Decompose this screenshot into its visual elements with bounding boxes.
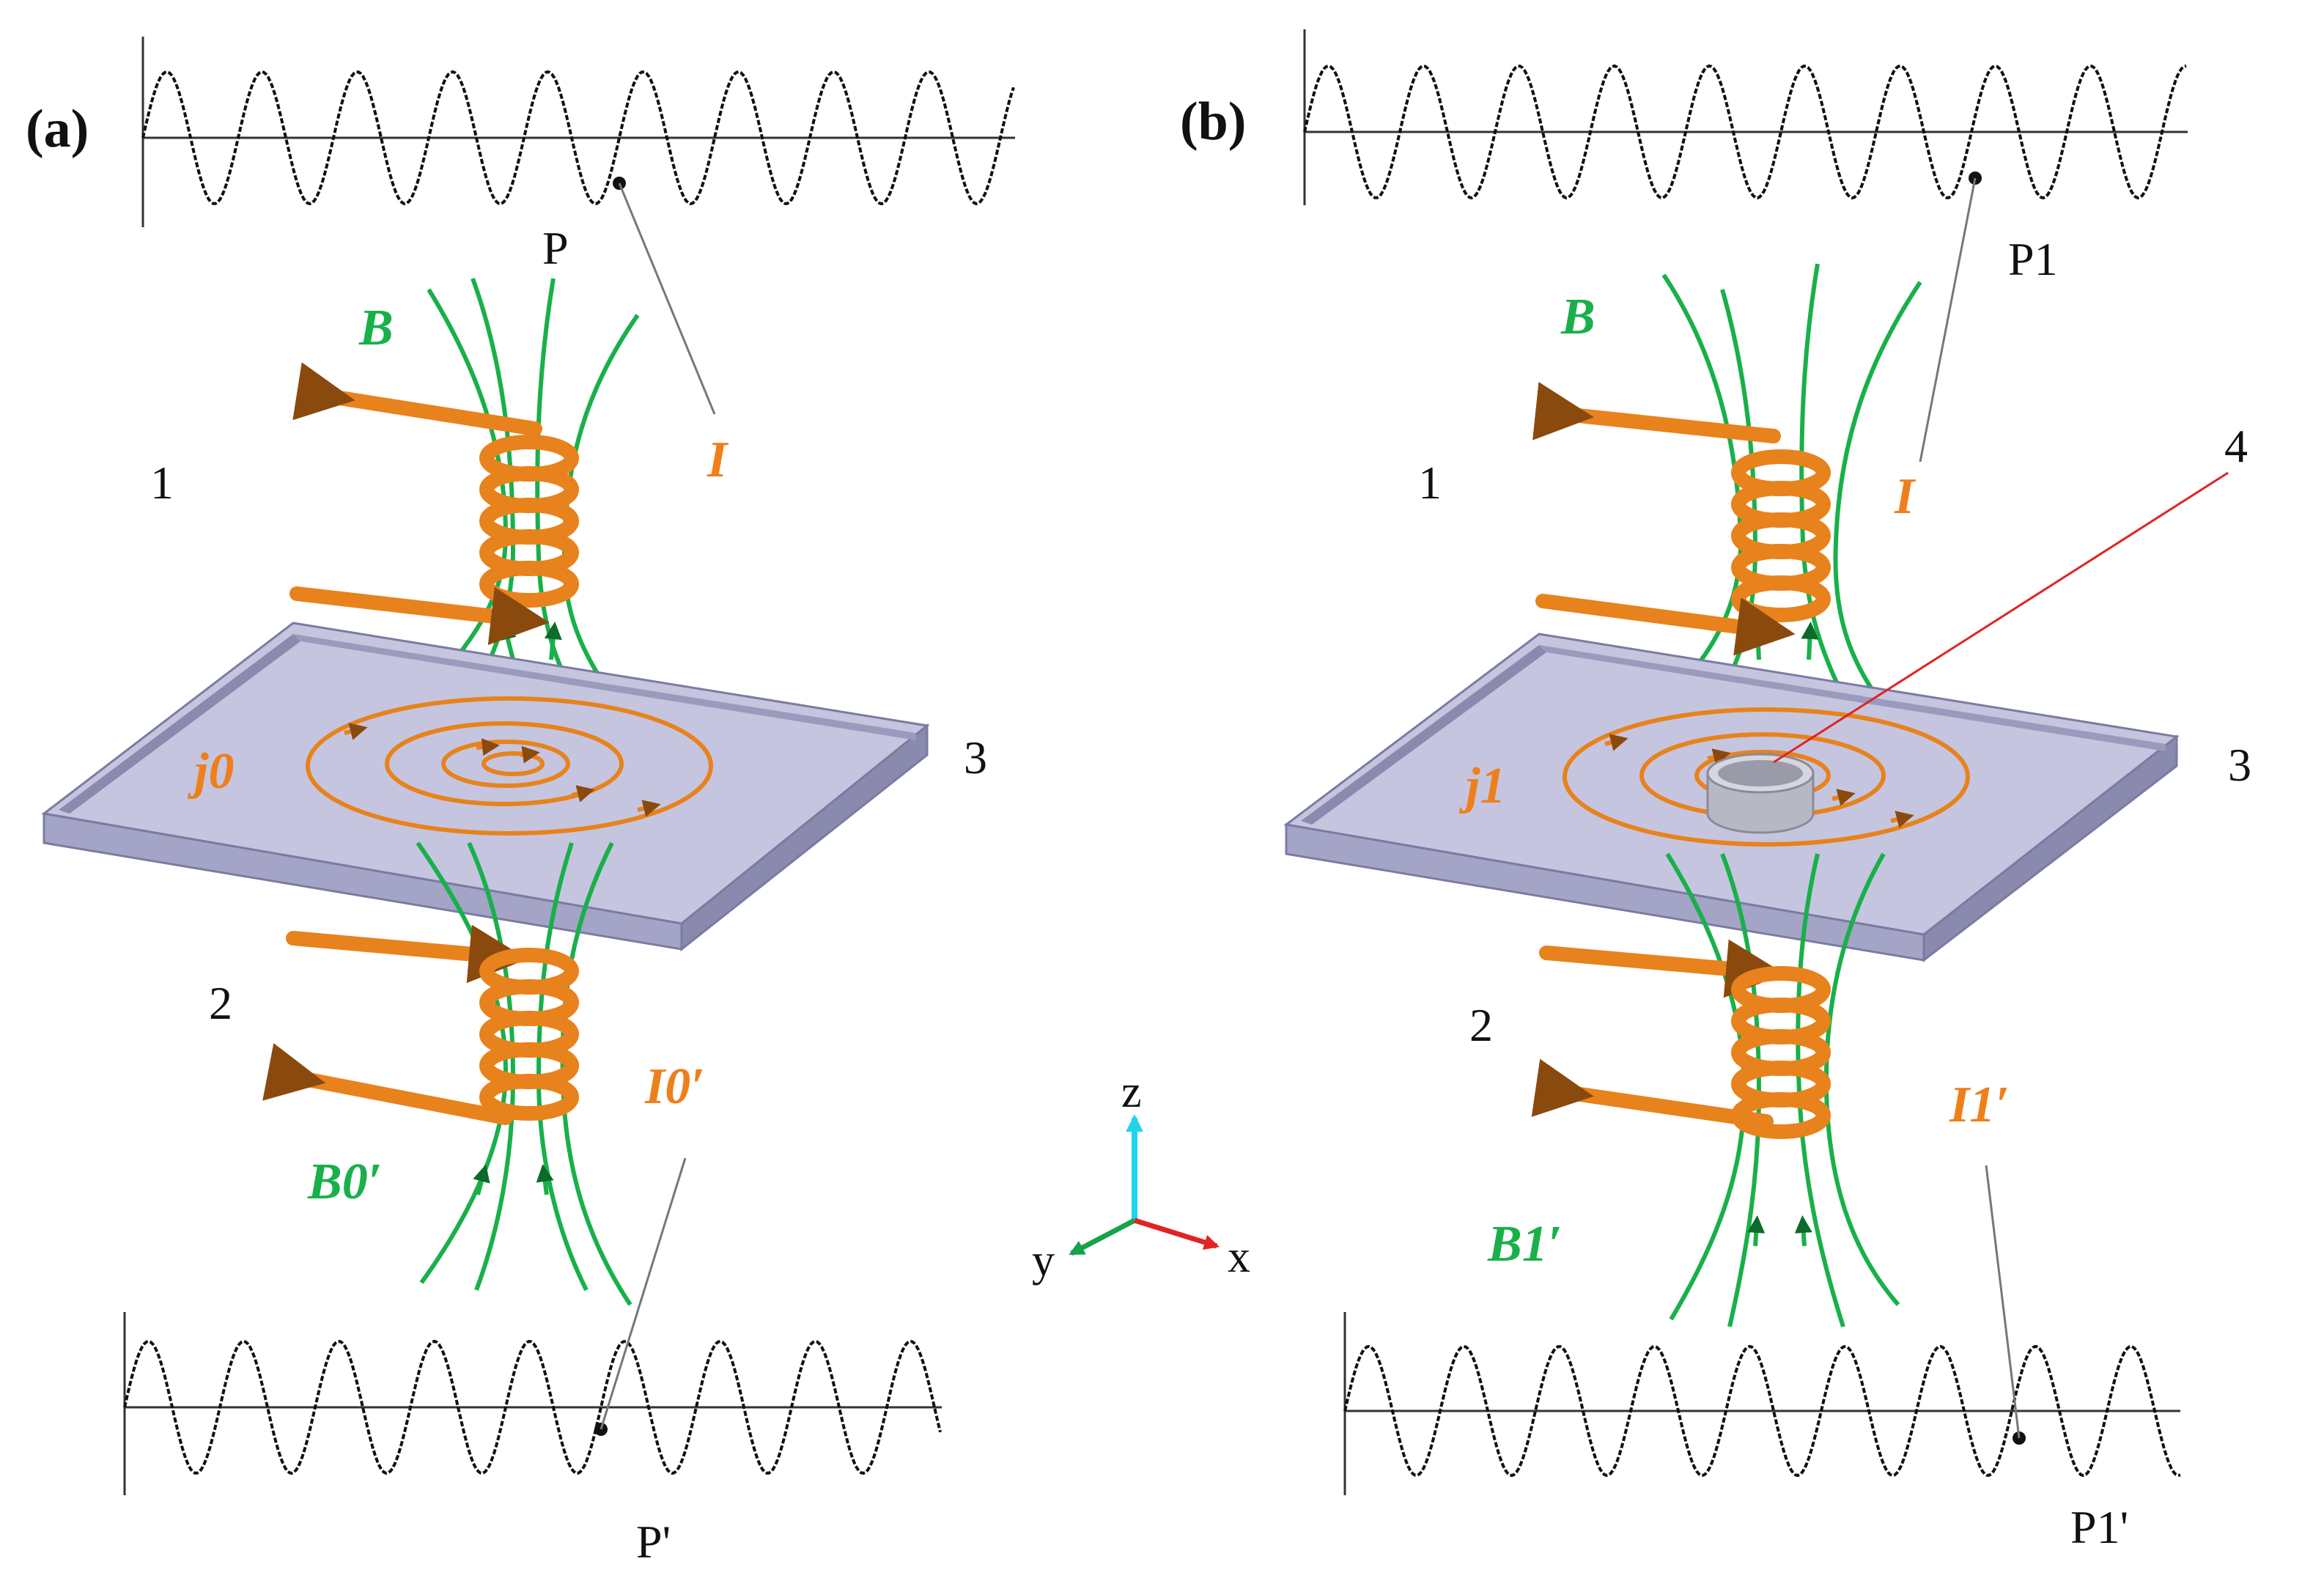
coordinate-axes: z y x — [1032, 1067, 1250, 1286]
point-p1-prime-label: P1' — [2070, 1501, 2128, 1553]
panel-label-a: (a) — [26, 99, 89, 159]
field-label-bottom-b: B1′ — [1487, 1216, 1562, 1272]
defect-leader-line — [1773, 471, 2229, 764]
point-p-label: P — [542, 222, 569, 274]
waveform-bottom-b — [1343, 1165, 2181, 1495]
plate-a — [41, 622, 930, 952]
current-label-top-b: I — [1894, 468, 1917, 525]
coil-number-1-a: 1 — [150, 457, 174, 509]
current-label-top-a: I — [707, 432, 729, 488]
current-density-label-b: j1 — [1458, 758, 1505, 814]
coil-number-1-b: 1 — [1418, 457, 1442, 509]
coil-number-2-b: 2 — [1469, 999, 1493, 1051]
current-density-label-a: j0 — [187, 743, 234, 800]
field-label-bottom-a: B0′ — [307, 1154, 382, 1210]
point-p-prime-label: P' — [636, 1516, 671, 1568]
coil-top-b — [1532, 382, 1831, 656]
panel-label-b: (b) — [1180, 92, 1246, 152]
coil-bottom-a — [262, 924, 579, 1125]
coil-bottom-b — [1531, 939, 1831, 1139]
panel-a: (a) P B 1 I — [26, 37, 1015, 1568]
current-label-bottom-b: I1′ — [1949, 1077, 2010, 1133]
plate-number-3-b: 3 — [2228, 739, 2251, 791]
field-label-top-b: B — [1560, 289, 1596, 345]
axis-y-label: y — [1032, 1236, 1055, 1286]
field-label-top-a: B — [358, 300, 394, 356]
coil-number-2-a: 2 — [209, 977, 232, 1029]
defect-b — [1706, 753, 1815, 834]
axis-z-label: z — [1121, 1067, 1142, 1117]
waveform-top-a — [141, 37, 1015, 415]
waveform-bottom-a — [123, 1157, 942, 1495]
current-label-bottom-a: I0′ — [644, 1058, 705, 1115]
panel-b: (b) P1 B 1 I — [1180, 29, 2251, 1553]
eddy-current-a — [306, 696, 713, 836]
point-p1-label: P1 — [2008, 233, 2058, 285]
waveform-top-b — [1303, 29, 2188, 462]
plate-number-3-a: 3 — [964, 731, 987, 784]
defect-number-4: 4 — [2224, 420, 2248, 472]
coil-top-a — [289, 362, 579, 646]
axis-x-label: x — [1228, 1232, 1250, 1282]
